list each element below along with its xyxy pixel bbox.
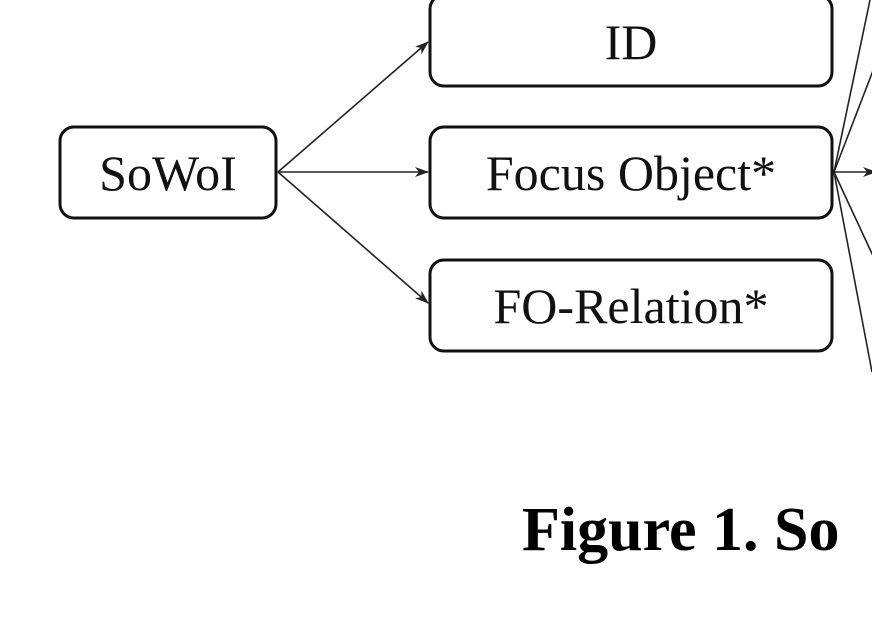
node-id: ID [428, 0, 834, 88]
edge-sowoi-fo-relation [277, 171, 429, 304]
node-fo-relation: FO-Relation* [428, 258, 834, 353]
edge-focus-object-out-4 [833, 171, 872, 256]
figure-caption: Figure 1. So [522, 496, 839, 564]
edge-sowoi-id [277, 41, 429, 173]
edge-focus-object-out-5 [833, 171, 872, 373]
edge-focus-object-out-1 [833, 0, 871, 173]
svg-text:FO-Relation*: FO-Relation* [494, 278, 769, 334]
svg-text:ID: ID [605, 14, 658, 70]
node-sowoi: SoWoI [58, 125, 278, 220]
svg-text:SoWoI: SoWoI [99, 145, 237, 201]
edge-focus-object-out-2 [833, 70, 872, 173]
node-focus-object: Focus Object* [428, 125, 834, 220]
svg-text:Focus Object*: Focus Object* [486, 145, 776, 201]
